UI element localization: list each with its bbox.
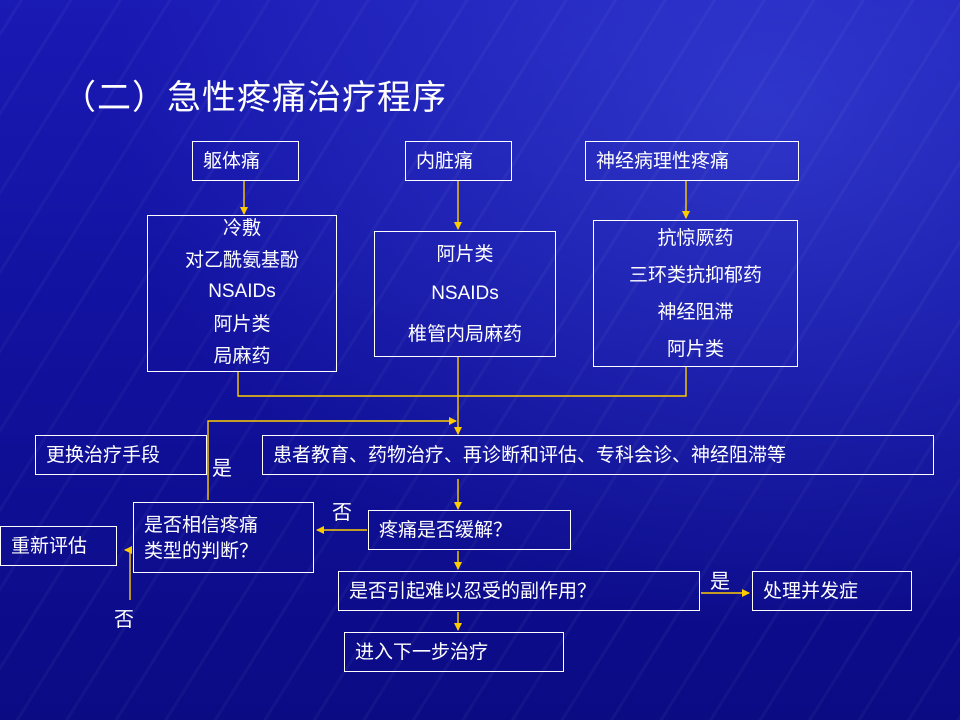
label-yes-change: 是	[212, 456, 232, 480]
arrow-trust-no	[124, 546, 132, 600]
box-complications: 处理并发症	[752, 571, 912, 611]
box-reassess: 重新评估	[0, 526, 117, 566]
somatic-pain-label: 躯体痛	[203, 149, 261, 172]
merge-lines	[237, 366, 687, 397]
box-visceral-treatment: 阿片类 NSAIDs 椎管内局麻药	[374, 231, 556, 357]
reassess-label: 重新评估	[11, 534, 88, 557]
trust-question-line-2: 类型的判断？	[144, 539, 259, 562]
somatic-treatment-1: 冷敷	[222, 217, 261, 239]
change-treatment-label: 更换治疗手段	[46, 443, 161, 466]
slide-title: （二）急性疼痛治疗程序	[62, 78, 447, 118]
box-trust-question: 是否相信疼痛 类型的判断？	[133, 502, 314, 573]
box-somatic-treatment: 冷敷 对乙酰氨基酚 NSAIDs 阿片类 局麻药	[147, 215, 337, 372]
box-somatic-pain: 躯体痛	[192, 141, 299, 181]
box-neuropathic-treatment: 抗惊厥药 三环类抗抑郁药 神经阻滞 阿片类	[593, 220, 798, 367]
box-side-effect-question: 是否引起难以忍受的副作用？	[338, 571, 700, 611]
neuropathic-pain-label: 神经病理性疼痛	[596, 149, 730, 172]
label-yes-side-effect: 是	[710, 569, 730, 593]
neuropathic-treatment-4: 阿片类	[666, 337, 724, 360]
visceral-treatment-1: 阿片类	[436, 243, 494, 265]
neuropathic-treatment-3: 神经阻滞	[657, 300, 734, 323]
box-visceral-pain: 内脏痛	[405, 141, 512, 181]
somatic-treatment-2: 对乙酰氨基酚	[184, 249, 299, 271]
somatic-treatment-3: NSAIDs	[208, 281, 276, 302]
label-no-relief: 否	[332, 500, 352, 524]
comprehensive-treatment-label: 患者教育、药物治疗、再诊断和评估、专科会诊、神经阻滞等	[273, 443, 787, 466]
somatic-treatment-4: 阿片类	[213, 313, 271, 335]
visceral-treatment-2: NSAIDs	[431, 283, 499, 304]
trust-question-line-1: 是否相信疼痛	[144, 513, 259, 536]
neuropathic-treatment-2: 三环类抗抑郁药	[628, 263, 762, 286]
visceral-treatment-3: 椎管内局麻药	[407, 323, 522, 345]
complications-label: 处理并发症	[763, 579, 859, 602]
box-change-treatment: 更换治疗手段	[35, 435, 207, 475]
relief-question-label: 疼痛是否缓解？	[379, 518, 513, 541]
loop-change-treatment	[207, 417, 457, 500]
label-no-trust: 否	[114, 607, 134, 631]
next-step-label: 进入下一步治疗	[355, 640, 489, 663]
neuropathic-treatment-1: 抗惊厥药	[657, 226, 734, 249]
side-effect-question-label: 是否引起难以忍受的副作用？	[349, 579, 597, 602]
visceral-pain-label: 内脏痛	[416, 149, 474, 172]
box-next-step: 进入下一步治疗	[344, 632, 564, 672]
box-neuropathic-pain: 神经病理性疼痛	[585, 141, 799, 181]
box-comprehensive-treatment: 患者教育、药物治疗、再诊断和评估、专科会诊、神经阻滞等	[262, 435, 934, 475]
box-relief-question: 疼痛是否缓解？	[368, 510, 571, 550]
somatic-treatment-5: 局麻药	[213, 345, 271, 367]
